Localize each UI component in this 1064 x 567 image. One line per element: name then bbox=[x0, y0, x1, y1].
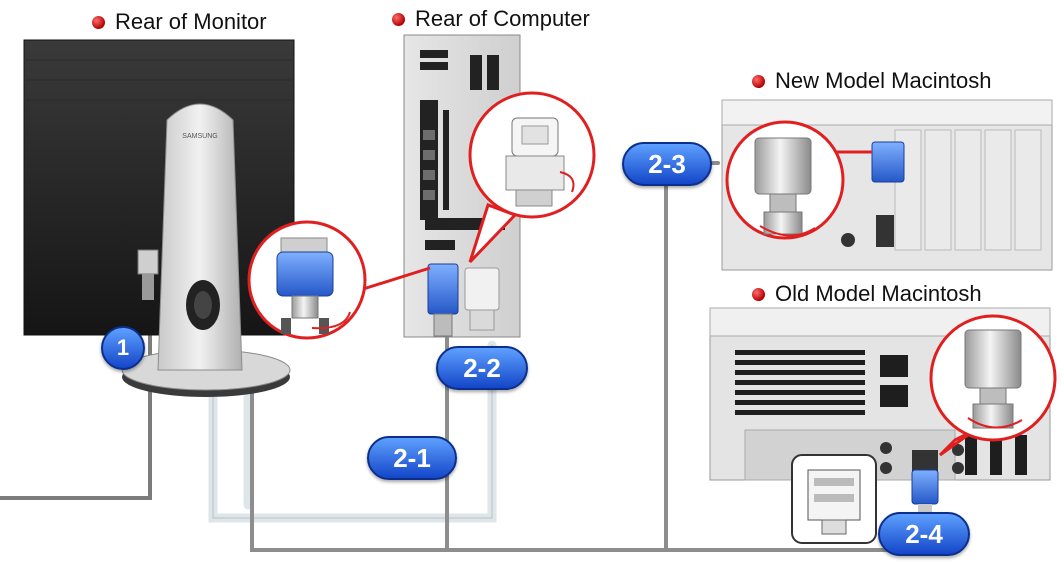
step-label-2-4: 2-4 bbox=[878, 512, 970, 556]
old-mac-connector-callout bbox=[929, 314, 1057, 457]
monitor-connector-callout bbox=[247, 220, 431, 340]
step-label-2-3: 2-3 bbox=[622, 142, 712, 186]
step-label-2-1: 2-1 bbox=[367, 436, 457, 480]
new-mac-connector-callout bbox=[725, 120, 872, 240]
heading-text: New Model Macintosh bbox=[775, 68, 992, 93]
heading-text: Rear of Computer bbox=[415, 6, 590, 31]
heading-rear-of-monitor: Rear of Monitor bbox=[92, 9, 267, 35]
heading-text: Rear of Monitor bbox=[115, 9, 267, 34]
heading-rear-of-computer: Rear of Computer bbox=[392, 6, 590, 32]
bullet-icon bbox=[752, 74, 765, 88]
pc-dvi-callout bbox=[468, 91, 596, 264]
heading-new-model-macintosh: New Model Macintosh bbox=[752, 68, 991, 94]
mac-adapter-inset bbox=[791, 454, 877, 544]
heading-old-model-macintosh: Old Model Macintosh bbox=[752, 281, 982, 307]
bullet-icon bbox=[92, 15, 105, 29]
step-label-2-2: 2-2 bbox=[436, 346, 528, 390]
monitor-brand: SAMSUNG bbox=[182, 133, 217, 140]
bullet-icon bbox=[392, 12, 405, 26]
step-label-1: 1 bbox=[101, 326, 145, 370]
bullet-icon bbox=[752, 287, 765, 301]
heading-text: Old Model Macintosh bbox=[775, 281, 982, 306]
monitor-rear: SAMSUNG bbox=[23, 39, 295, 397]
